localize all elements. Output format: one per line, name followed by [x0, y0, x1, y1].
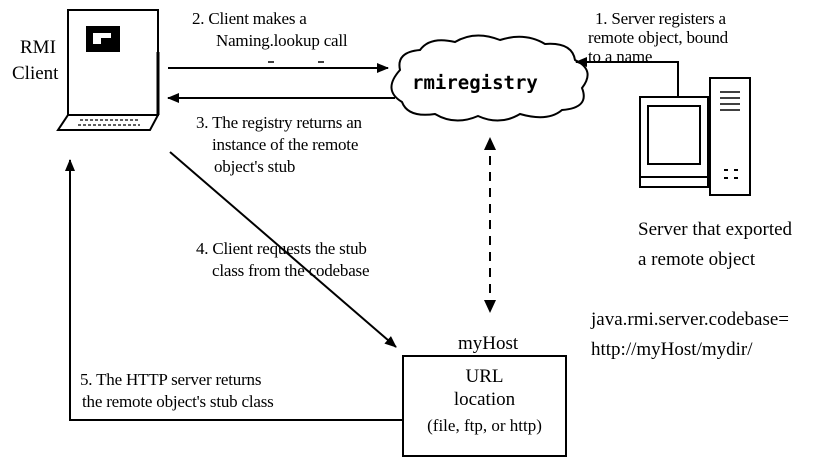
- step2-line1: 2. Client makes a: [192, 9, 307, 28]
- client-computer-icon: [56, 9, 160, 131]
- step5-line1: 5. The HTTP server returns: [80, 370, 262, 389]
- url-box-line2: location: [453, 388, 516, 410]
- url-location-box: [402, 355, 567, 457]
- step4-line2: class from the codebase: [212, 261, 370, 280]
- step2-line2: Naming.lookup call: [216, 31, 348, 50]
- registry-label: rmiregistry: [412, 72, 538, 94]
- step1-line1: 1. Server registers a: [595, 9, 726, 28]
- server-computer-icon: [639, 77, 751, 196]
- step1-line3: to a name: [588, 47, 653, 66]
- url-box-line1: URL: [465, 366, 504, 387]
- url-box-line3: (file, ftp, or http): [427, 415, 542, 435]
- client-label-line1: RMI: [20, 37, 56, 58]
- arrow-server-registers: [575, 57, 679, 97]
- step3-line1: 3. The registry returns an: [196, 113, 362, 132]
- server-caption-line1: Server that exported: [638, 219, 793, 240]
- codebase-line1: java.rmi.server.codebase=: [591, 309, 789, 330]
- arrow-request-stub: [169, 151, 397, 348]
- step4-line1: 4. Client requests the stub: [196, 239, 367, 258]
- rmiregistry-cloud-icon: [390, 34, 589, 122]
- server-caption-line2: a remote object: [638, 249, 756, 270]
- arrow-stub-returned: [65, 159, 403, 421]
- step5-line2: the remote object's stub class: [82, 392, 274, 411]
- client-label-line2: Client: [12, 63, 59, 84]
- step3-line3: object's stub: [214, 157, 296, 176]
- codebase-line2: http://myHost/mydir/: [591, 339, 753, 360]
- step1-line2: remote object, bound: [588, 28, 728, 47]
- step3-line2: instance of the remote: [212, 135, 359, 154]
- host-name: myHost: [458, 333, 519, 354]
- url-location-text: URL location (file, ftp, or http): [403, 366, 566, 436]
